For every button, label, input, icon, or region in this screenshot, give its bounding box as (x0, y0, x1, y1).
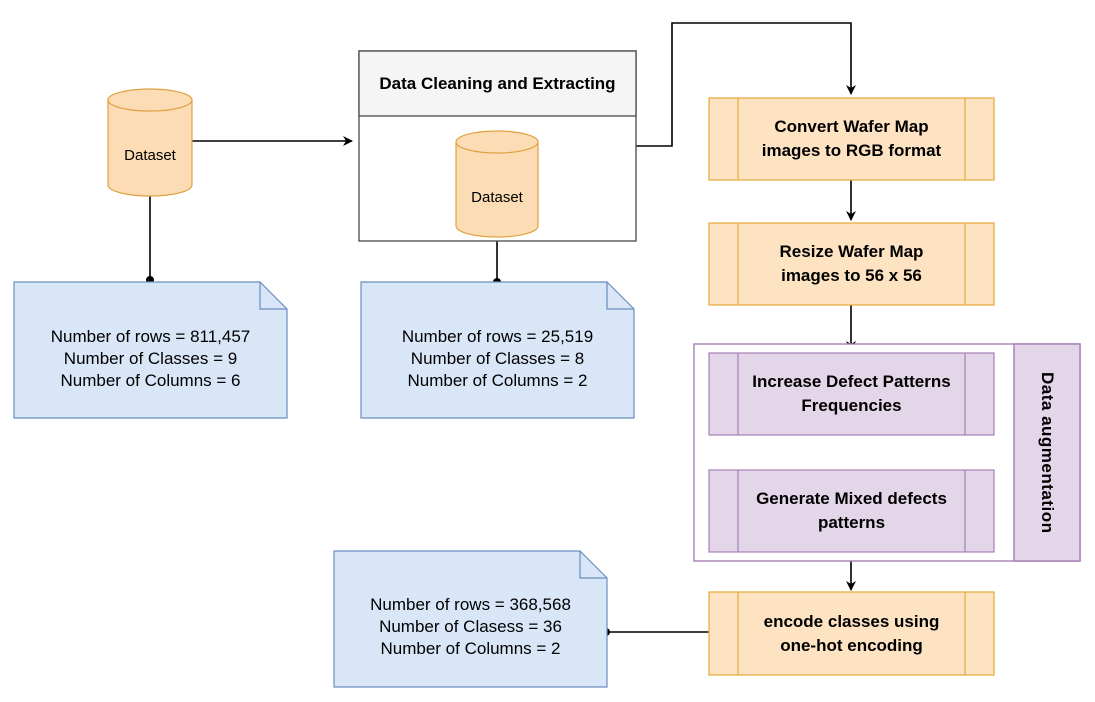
step-encode-line-2: one-hot encoding (780, 635, 923, 655)
note-final-line-2: Number of Clasess = 36 (379, 616, 562, 636)
step-generate: Generate Mixed defects patterns (738, 470, 965, 552)
dataset-cylinder-cleaned (455, 130, 539, 238)
note-shape-2 (360, 281, 635, 419)
note-cleaned: Number of rows = 25,519 Number of Classe… (361, 300, 634, 418)
step-increase-line-1: Increase Defect Patterns (752, 372, 951, 391)
step-convert-line-2: images to RGB format (761, 141, 942, 160)
step-resize-line-1: Resize Wafer Map (779, 242, 924, 261)
augmentation-label: Data augmentation (1038, 371, 1057, 534)
note-cleaned-line-1: Number of rows = 25,519 (401, 327, 594, 346)
step-increase-line-2: Frequencies (801, 396, 902, 415)
process-shape-generate (708, 469, 995, 553)
edge-cleaning-to-convert (636, 22, 856, 147)
note-shape-1 (13, 281, 288, 419)
note-original-line-2: Number of Classes = 9 (63, 349, 238, 368)
step-resize-line-2: images to 56 x 56 (781, 266, 922, 285)
cleaning-dataset-label: Dataset (471, 188, 523, 206)
augmentation-side-panel (1013, 343, 1081, 562)
dataset-cylinder-original (107, 88, 193, 197)
step-generate-line-2: patterns (817, 513, 886, 532)
process-shape-increase (708, 352, 995, 436)
note-final-line-3: Number of Columns = 2 (380, 638, 561, 658)
cleaning-header-bg (358, 50, 637, 117)
note-cleaned-line-3: Number of Columns = 2 (407, 371, 588, 390)
step-encode: encode classes using one-hot encoding (738, 592, 965, 675)
process-shape-encode (708, 591, 995, 676)
note-shape-3 (333, 550, 608, 688)
process-shape-resize (708, 222, 995, 306)
dataset-original-label: Dataset (124, 146, 176, 164)
note-final-line-1: Number of rows = 368,568 (370, 594, 571, 614)
note-original: Number of rows = 811,457 Number of Class… (14, 300, 287, 418)
step-convert-line-1: Convert Wafer Map (774, 117, 929, 136)
step-increase: Increase Defect Patterns Frequencies (738, 353, 965, 435)
step-generate-line-1: Generate Mixed defects (756, 489, 947, 508)
step-convert: Convert Wafer Map images to RGB format (738, 98, 965, 180)
note-original-line-1: Number of rows = 811,457 (50, 327, 251, 346)
note-final: Number of rows = 368,568 Number of Clase… (334, 566, 607, 687)
cleaning-title: Data Cleaning and Extracting (379, 73, 616, 93)
process-shape-convert (708, 97, 995, 181)
step-resize: Resize Wafer Map images to 56 x 56 (738, 223, 965, 305)
step-encode-line-1: encode classes using (763, 611, 940, 631)
note-cleaned-line-2: Number of Classes = 8 (410, 349, 585, 368)
note-original-line-3: Number of Columns = 6 (60, 371, 241, 390)
